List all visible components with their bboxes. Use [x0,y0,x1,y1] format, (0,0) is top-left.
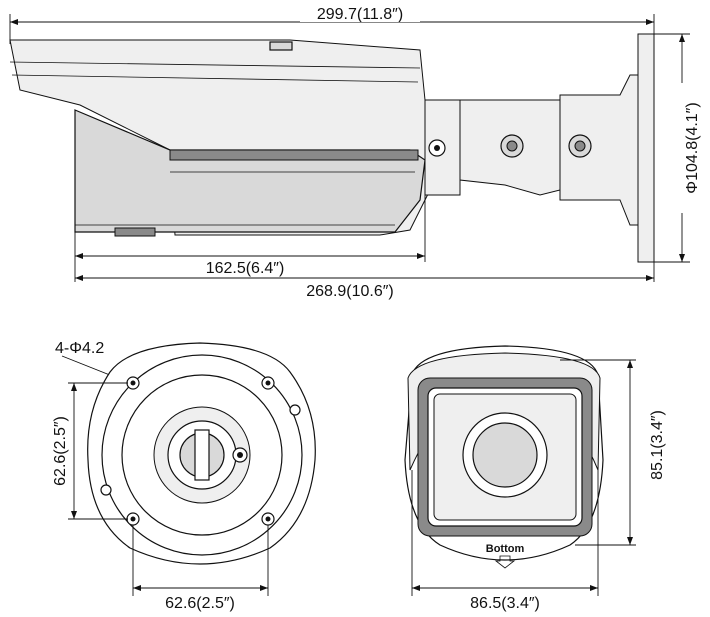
lens-inner [472,422,538,488]
front-width-label: 86.5(3.4″) [470,595,540,612]
arrow-left [75,275,83,281]
hole-spec-label: 4-Φ4.2 [55,340,104,357]
arrow-top [679,34,685,42]
mount-hole-tl-center [130,380,136,386]
arrow-right [417,253,425,259]
label-bg [49,409,69,493]
overall-length-label: 268.9(10.6″) [306,283,394,300]
front-view: Bottom 85.1(3.4″) 86.5(3.4″) [404,345,666,612]
body-band [169,149,419,161]
mount-hole-tr-center [265,380,271,386]
label-bg [646,400,666,490]
side-notch-r [289,404,301,416]
arrow-top [71,383,77,391]
arrow-left [10,19,18,25]
bracket-screw-2-head [574,140,586,152]
mount-diameter-label: Φ104.8(4.1″) [684,102,701,193]
bracket-screw-1-head [506,140,518,152]
mount-slot [194,429,210,481]
bottom-marking: Bottom [486,543,525,555]
wall-plate [637,33,655,263]
hole-spacing-vertical-label: 62.6(2.5″) [52,416,69,486]
down-arrow-icon [494,555,516,569]
total-length-label: 299.7(11.8″) [317,6,403,23]
arrow-right [260,585,268,591]
arrow-top [627,360,633,368]
arrow-left [133,585,141,591]
side-view: 299.7(11.8″) Φ104.8(4 [9,4,701,300]
arrow-left [75,253,83,259]
label-bg [300,4,420,22]
arrow-bottom [679,254,685,262]
arrow-bottom [627,537,633,545]
arrow-left [412,585,420,591]
label-bg [681,83,701,213]
hood-line-2 [11,74,419,83]
arrow-bottom [71,511,77,519]
label-bg [290,280,420,298]
mount-hole-bl-center [130,516,136,522]
hood-screw [269,41,293,51]
arrow-right [646,19,654,25]
arrow-right [646,275,654,281]
rear-mount-view: 4-Φ4.2 62.6(2.5″) [49,340,316,612]
label-bg [190,258,310,276]
hub-screw-center [237,452,243,458]
neck-screw-center [434,145,440,151]
hole-spacing-horizontal-label: 62.6(2.5″) [165,595,235,612]
body-connector [114,227,156,237]
front-height-label: 85.1(3.4″) [649,410,666,480]
hood-line [9,61,421,69]
body-length-label: 162.5(6.4″) [206,260,285,277]
mount-hole-br-center [265,516,271,522]
side-notch-l [100,484,112,496]
arrow-right [590,585,598,591]
